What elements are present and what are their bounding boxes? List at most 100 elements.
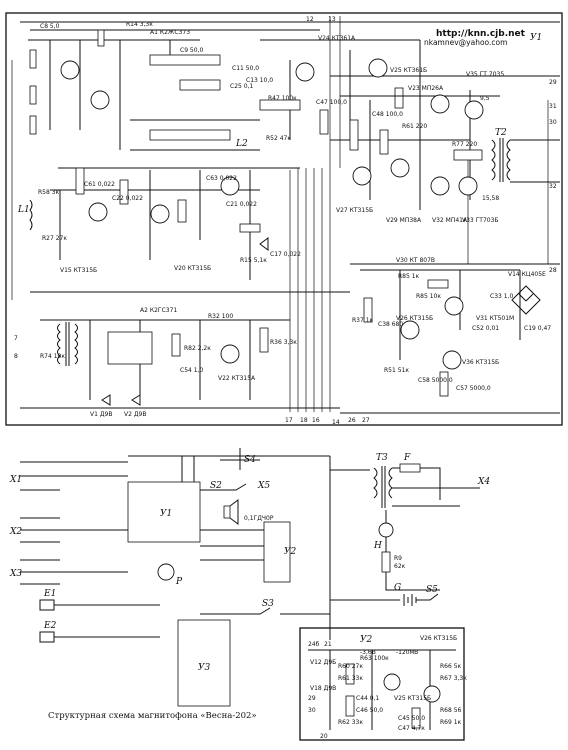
label-v26: V26 КТ315Б: [396, 315, 433, 322]
val-0: R14 3,3к: [126, 21, 153, 28]
val-47: R36 3,3к: [270, 339, 297, 346]
label-s4: S4: [244, 455, 256, 465]
block-power-amp: V23 МП26А V27 КТ315Б V29 МП38А V32 МП41А…: [336, 71, 504, 224]
pin-27: 27: [362, 417, 370, 424]
pin-14: 14: [332, 419, 340, 426]
block-mid-section: L1 V15 КТ315Б V20 КТ315Б L2 R58 3к C61 0…: [17, 139, 301, 280]
label-x3: Х3: [9, 569, 22, 579]
inset-val-10: C45 50,0: [398, 715, 425, 722]
block-generator-a2: А2 К2ГС371 V22 КТ315А V1 Д9В V2 Д9В R74 …: [40, 307, 297, 418]
val-14: R58 3к: [38, 189, 60, 196]
inset-val-23: 20: [320, 733, 328, 740]
label-e1: Е1: [43, 589, 56, 599]
val-10: C48 100,0: [372, 111, 403, 118]
transistor-v22: [220, 344, 240, 364]
structural-diagram: Х1 Х2 Х3 У1 S4 S2 Х5 0,1ГДЧ0Р У2 Р Е1: [9, 448, 490, 707]
block-input-amp: А1 К2ЖС373 R14 3,3к C8 5,0 C9 50,0 C11 5…: [28, 21, 260, 151]
bottom-row-pins: 17 18 16 26 27: [285, 417, 370, 424]
pin-13: 13: [328, 16, 336, 23]
label-p: Р: [175, 577, 183, 587]
inset-val-14: -3,6В: [360, 649, 376, 656]
label-a1: А1 К2ЖС373: [150, 29, 190, 36]
val-2: C9 50,0: [180, 47, 203, 54]
label-v20: V20 КТ315Б: [174, 265, 211, 272]
label-s2: S2: [210, 481, 222, 491]
val-33: C54 1,0: [180, 367, 203, 374]
transistor-v36: [442, 350, 462, 370]
val-12: R77 220: [452, 141, 477, 148]
inset-val-1: R61 33к: [338, 675, 363, 682]
header-url[interactable]: http://knn.cjb.net: [436, 29, 526, 39]
diode-v1: [101, 394, 111, 406]
label-l1: L1: [17, 205, 30, 215]
inset-label: У2: [360, 635, 373, 645]
val-1: C8 5,0: [40, 23, 60, 30]
bridge-v14: [511, 285, 541, 315]
label-h: Н: [373, 541, 382, 551]
label-v27: V27 КТ315Б: [336, 207, 373, 214]
transistor-v32: [430, 176, 450, 196]
inset-val-21: 21: [324, 641, 332, 648]
label-x1: Х1: [9, 475, 22, 485]
val-27: C38 680: [378, 321, 403, 328]
label-u3: У3: [198, 663, 211, 673]
transistor-v33: [458, 176, 478, 196]
block-power-supply: V30 КТ 807В V31 КТ501М V14 КЦ405Е V26 КТ…: [352, 257, 551, 397]
label-v15: V15 КТ315Б: [60, 267, 97, 274]
label-r9v: 62к: [394, 563, 406, 570]
inset-val-12: V12 Д9Б: [310, 659, 336, 666]
label-x2: Х2: [9, 527, 22, 537]
label-v32: V32 МП41А: [432, 217, 468, 224]
inset-val-4: R62 33к: [338, 719, 363, 726]
val-18: C63 0,022: [206, 175, 237, 182]
transistor-v35: [464, 100, 484, 120]
inset-transistor-v25: [383, 673, 401, 691]
inset-val-25: 29: [308, 695, 316, 702]
transistor-v23: [430, 94, 450, 114]
pin-12: 12: [306, 16, 314, 23]
header-email[interactable]: nkamnev@yahoo.com: [424, 38, 507, 47]
inset-val-2: C44 0,1: [356, 695, 379, 702]
inset-val-5: R63 100к: [360, 655, 389, 662]
transistor-v34: [220, 176, 240, 196]
label-u2: У2: [284, 547, 297, 557]
diode-v2: [131, 394, 141, 406]
val-48: R32 100: [208, 313, 233, 320]
label-g: G: [394, 583, 401, 593]
label-v36: V36 КТ315Б: [462, 359, 499, 366]
label-v35: V35 ГТ 7035: [466, 71, 504, 78]
transistor-v29: [390, 158, 410, 178]
transistor-v26: [400, 320, 420, 340]
label-s5: S5: [426, 585, 438, 595]
label-v14: V14 КЦ405Е: [508, 271, 546, 278]
val-36: R74 10к: [40, 353, 65, 360]
label-v23: V23 МП26А: [408, 85, 444, 92]
label-v2: V2 Д9В: [124, 411, 146, 418]
val-54: C52 0,01: [472, 325, 499, 332]
lamp-h: [378, 522, 394, 538]
inset-val-11: C47 4,7к: [398, 725, 425, 732]
val-58: 15,58: [482, 195, 499, 202]
val-23: C19 0,47: [524, 325, 551, 332]
pin-32: 32: [549, 183, 557, 190]
power-rails: [20, 21, 560, 414]
val-19: R15 5,1к: [240, 257, 267, 264]
label-x5: Х5: [257, 481, 270, 491]
transistor-v27: [352, 166, 372, 186]
val-32: C58 5000,0: [418, 377, 453, 384]
label-a2: А2 К2ГС371: [140, 307, 177, 314]
label-v25: V25 КТ361Б: [390, 67, 427, 74]
val-11: R61 220: [402, 123, 427, 130]
label-v24: V24 КТ361А: [318, 35, 356, 42]
inset-transistor-v26: [423, 685, 441, 703]
val-29: R51 51к: [384, 367, 409, 374]
resistor-r9: [381, 551, 391, 573]
inset-val-3: C46 50,0: [356, 707, 383, 714]
inset-u2: У2 V26 КТ315Б V25 КТ315Б R60 27к R61 33к…: [308, 635, 467, 740]
inset-val-13: V18 Д9В: [310, 685, 336, 692]
pin-26: 26: [348, 417, 356, 424]
label-b1: 0,1ГДЧ0Р: [244, 515, 274, 522]
meter-p: [157, 563, 175, 581]
bus-lines: [11, 16, 549, 412]
inset-val-8: R68 56: [440, 707, 462, 714]
